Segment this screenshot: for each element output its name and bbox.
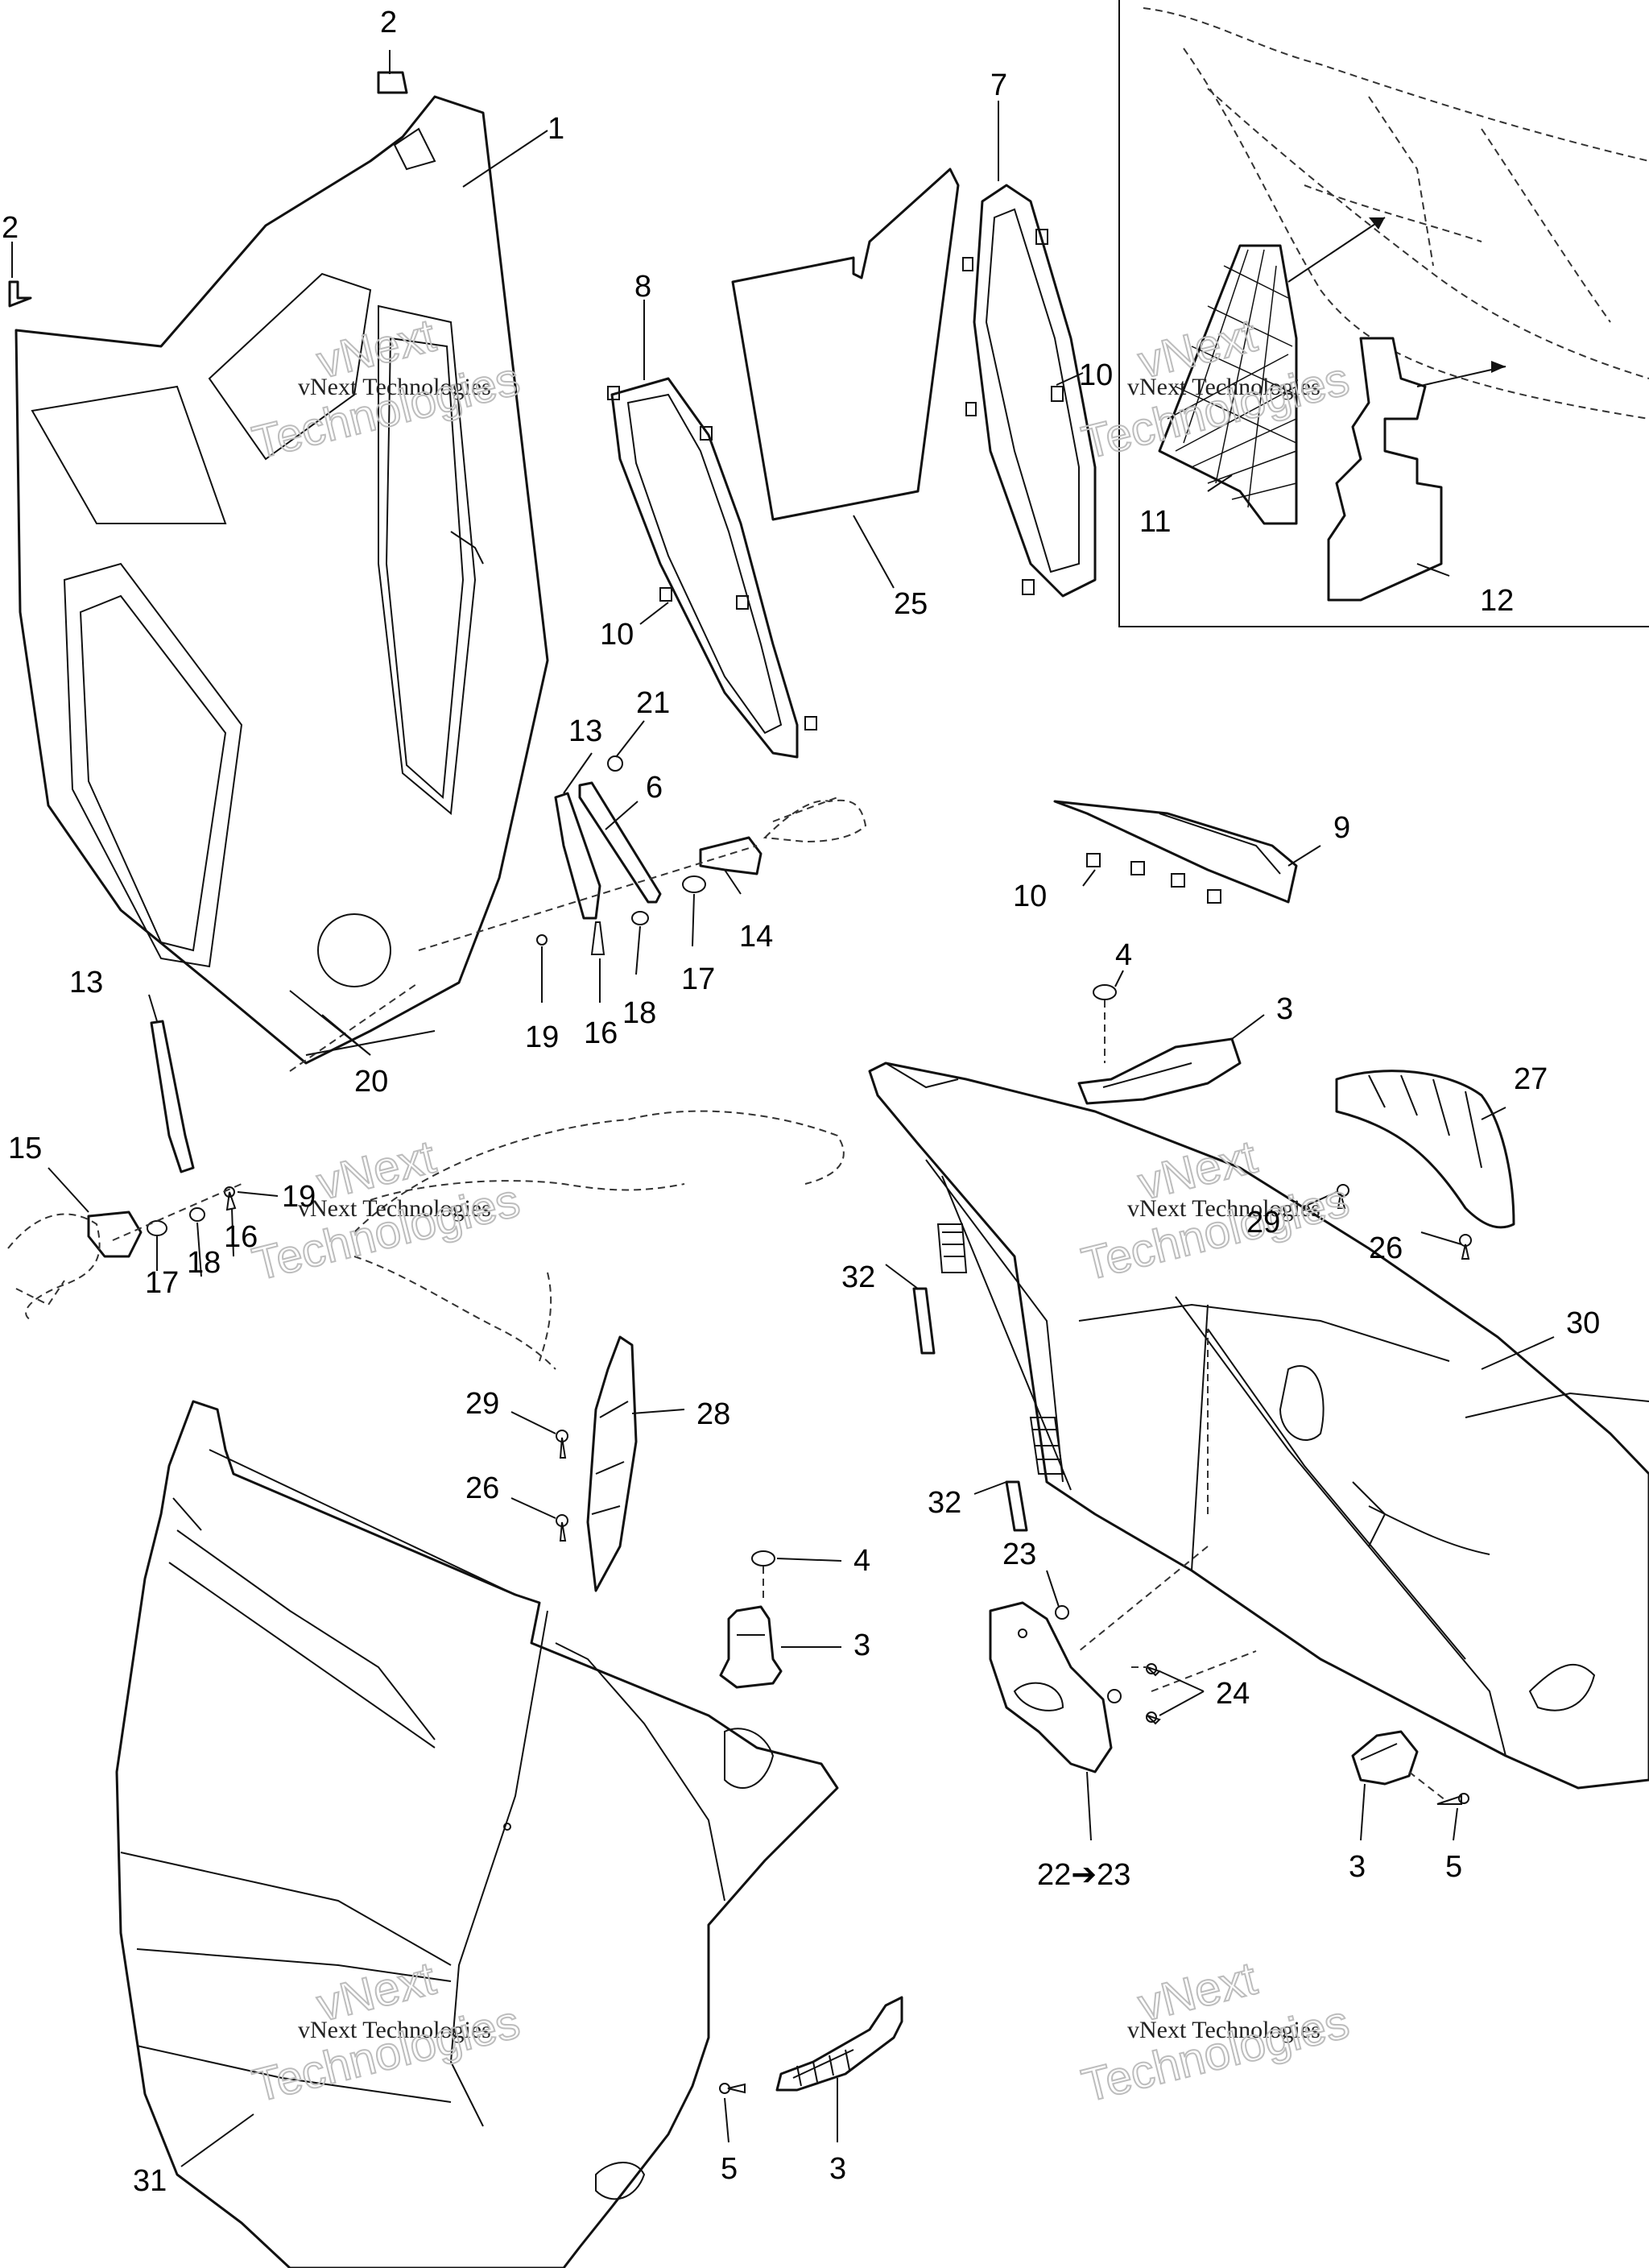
callout-2: 2	[2, 211, 19, 245]
callout-18: 18	[187, 1246, 221, 1280]
callout-19: 19	[525, 1020, 559, 1054]
part-12-foam-block	[1327, 337, 1443, 602]
part-10-clips	[607, 229, 1064, 730]
svg-text:vNext Technologies: vNext Technologies	[1127, 374, 1320, 400]
callout-2: 2	[380, 6, 397, 39]
callout-10: 10	[1013, 879, 1047, 913]
callout-24: 24	[1216, 1677, 1250, 1711]
svg-text:vNext Technologies: vNext Technologies	[1127, 1195, 1320, 1222]
callout-27: 27	[1514, 1062, 1548, 1096]
bracket-hardware-lower	[87, 1020, 242, 1258]
callout-5: 5	[1445, 1850, 1462, 1884]
svg-text:vNext Technologies: vNext Technologies	[298, 2017, 491, 2043]
callout-15: 15	[8, 1132, 42, 1165]
callout-10: 10	[1079, 358, 1113, 392]
callout-22: 22➔23	[1037, 1858, 1130, 1892]
part-4-cap-upper	[1093, 984, 1117, 1063]
callout-11: 11	[1139, 505, 1171, 539]
callout-30: 30	[1566, 1306, 1600, 1340]
callout-4: 4	[1115, 938, 1132, 972]
svg-text:vNext Technologies: vNext Technologies	[298, 1195, 491, 1222]
arrow-head	[1369, 217, 1385, 230]
leader-lines	[11, 50, 1555, 2167]
callout-10: 10	[600, 618, 634, 652]
callout-26: 26	[1369, 1231, 1403, 1265]
screws-24	[1131, 1663, 1161, 1725]
callout-7: 7	[990, 68, 1007, 102]
callout-17: 17	[681, 962, 715, 996]
screw-26a	[556, 1514, 568, 1542]
part-3-handle-right	[1351, 1730, 1419, 1786]
part-32-seal-upper	[912, 1223, 968, 1355]
callout-28: 28	[696, 1397, 730, 1431]
callout-12: 12	[1480, 584, 1514, 618]
callout-16: 16	[584, 1016, 618, 1050]
part-22-bracket	[989, 1601, 1122, 1773]
callout-5: 5	[721, 2152, 738, 2186]
part-2-rivet	[8, 280, 32, 308]
part-1-side-panel	[14, 95, 549, 1065]
part-32-seal-lower	[1005, 1417, 1064, 1532]
callout-3: 3	[1276, 992, 1293, 1026]
screw-29a	[556, 1430, 568, 1459]
callout-29: 29	[465, 1387, 499, 1421]
callout-labels: 1 2 2 7 8 10 10 25 11 12 21 13 6 14 17 1…	[2, 6, 1600, 2198]
screw-5-lower	[719, 2083, 746, 2094]
frame-section-lower	[7, 1110, 845, 1370]
screw-26b	[1459, 1234, 1472, 1260]
callout-32: 32	[928, 1486, 961, 1520]
part-4-cap-center	[751, 1550, 775, 1603]
callout-14: 14	[739, 920, 773, 954]
callout-25: 25	[894, 587, 928, 621]
leader-arrow-12	[1416, 366, 1506, 387]
callout-4: 4	[853, 1544, 870, 1578]
callout-21: 21	[636, 686, 670, 720]
callout-18: 18	[622, 996, 656, 1030]
part-2-clip	[377, 71, 408, 94]
part-27-trim	[1335, 1070, 1515, 1229]
screw-29b	[1337, 1184, 1349, 1209]
callout-3: 3	[1349, 1850, 1366, 1884]
callout-13: 13	[69, 966, 103, 999]
callout-31: 31	[133, 2164, 167, 2198]
callout-19: 19	[282, 1180, 316, 1214]
svg-text:vNext Technologies: vNext Technologies	[298, 374, 491, 400]
screw-5-right	[1408, 1771, 1469, 1805]
callout-6: 6	[646, 771, 663, 805]
callout-29: 29	[1246, 1206, 1280, 1240]
callout-3: 3	[853, 1629, 870, 1662]
callout-16: 16	[224, 1220, 258, 1254]
part-7-panel	[973, 184, 1097, 598]
arrow-head	[1491, 361, 1506, 373]
callout-26: 26	[465, 1471, 499, 1505]
part-25-sheet	[731, 168, 960, 521]
callout-13: 13	[568, 714, 602, 748]
part-3-handle-lower	[775, 1996, 903, 2092]
frame-section-upper	[763, 797, 867, 843]
callout-20: 20	[354, 1065, 388, 1099]
callout-3: 3	[829, 2152, 846, 2186]
watermark-6: vNext Technologies vNext Technologies	[1076, 1951, 1354, 2113]
callout-9: 9	[1333, 811, 1350, 845]
callout-8: 8	[634, 270, 651, 304]
part-28-trim	[586, 1335, 638, 1592]
callout-17: 17	[145, 1266, 179, 1300]
part-11-foam-pad	[1158, 244, 1298, 525]
part-3-handle-upper	[1077, 1037, 1242, 1105]
svg-text:vNext Technologies: vNext Technologies	[1127, 2017, 1320, 2043]
callout-1: 1	[548, 112, 564, 146]
part-30-side-panel	[868, 1062, 1649, 1790]
callout-32: 32	[841, 1260, 875, 1294]
part-9-deflector	[1053, 800, 1298, 904]
leader-arrow-11	[1287, 217, 1386, 283]
callout-23: 23	[1002, 1538, 1036, 1571]
part-31-side-panel	[115, 1400, 839, 2268]
inset-panel	[1118, 0, 1649, 627]
part-3-handle-center	[719, 1605, 783, 1689]
part-8-panel	[610, 377, 799, 759]
bracket-hardware-upper	[289, 755, 763, 1072]
